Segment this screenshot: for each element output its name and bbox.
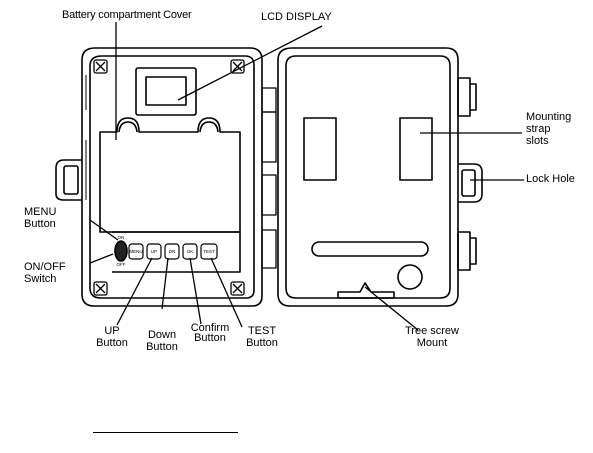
test-label-line-2: Button (246, 337, 278, 349)
on-off-label-line-1: ON/OFF (24, 261, 66, 273)
mounting-label-line-2: strap (526, 123, 551, 135)
front-housing (55, 47, 263, 307)
mounting-strap-slots (303, 117, 433, 181)
screw-plug (397, 264, 423, 290)
down-button-legend: DN (169, 249, 176, 254)
back-housing (277, 47, 483, 307)
tree-screw-label-line-2: Mount (416, 337, 448, 349)
back-groove (311, 241, 429, 257)
menu-button-legend: MENU (129, 249, 142, 254)
mounting-label-line-3: slots (526, 135, 549, 147)
leader-lines (89, 22, 524, 331)
switch-off-legend: OFF (117, 262, 126, 267)
hinge (261, 87, 277, 269)
tree-screw-mount (337, 282, 395, 299)
up-button-legend: UP (151, 249, 157, 254)
battery-compartment-cover-label: Battery compartment Cover (62, 9, 192, 21)
down-label-line-1: Down (147, 329, 177, 341)
test-button-legend: TEST (203, 249, 215, 254)
menu-label-line-2: Button (24, 218, 56, 230)
test-label-line-1: TEST (247, 325, 277, 337)
up-label-line-2: Button (96, 337, 128, 349)
switch-on-legend: ON (118, 235, 125, 240)
lcd-display-label: LCD DISPLAY (261, 11, 332, 23)
down-label-line-2: Button (146, 341, 178, 353)
front-screws (93, 59, 245, 296)
lcd-display (135, 67, 197, 116)
on-off-label-line-2: Switch (24, 273, 57, 285)
tree-screw-label-line-1: Tree screw (405, 325, 459, 337)
lock-hole-label: Lock Hole (526, 173, 575, 185)
up-label-line-1: UP (104, 325, 120, 337)
battery-compartment-cover (99, 117, 241, 233)
control-panel (112, 231, 241, 273)
confirm-label-line-1: Confirm (190, 322, 230, 334)
menu-label-line-1: MENU (24, 206, 57, 218)
control-buttons (128, 243, 218, 260)
confirm-button-legend: OK (187, 249, 194, 254)
on-off-switch-body (114, 240, 128, 262)
footer-rule (93, 432, 238, 433)
mounting-label-line-1: Mounting (526, 111, 572, 123)
confirm-label-line-2: Button (194, 332, 226, 344)
